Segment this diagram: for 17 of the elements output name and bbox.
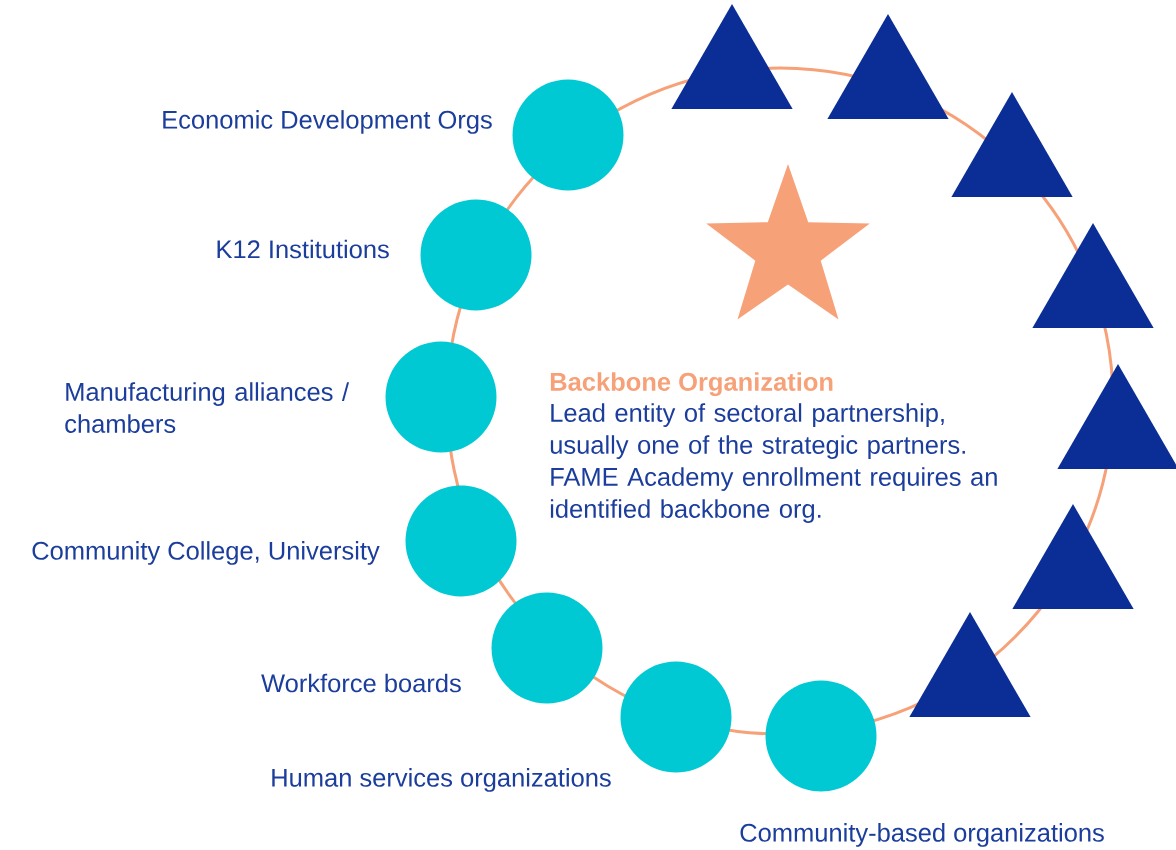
category-label: Community-based organizations (740, 823, 1104, 847)
category-label: Human services organizations (272, 768, 611, 792)
triangle-marker (827, 14, 949, 119)
heading: Backbone Organization (550, 372, 833, 397)
triangle-marker (951, 92, 1073, 197)
category-label: Community College, University (32, 541, 380, 565)
star-shape (706, 164, 870, 320)
triangle-marker (1032, 223, 1154, 328)
triangle-marker (671, 4, 793, 109)
category-label: Workforce boards (261, 673, 461, 693)
category-label: Manufacturing alliances / chambers (65, 382, 350, 433)
triangle-marker (1012, 504, 1134, 609)
triangle-marker (1057, 364, 1176, 469)
description: Lead entity of sectoral partnership, usually one of the strategic partners. FAME Academy enrollment requires an identified backbone org. (550, 403, 997, 523)
triangle-marker (909, 612, 1031, 717)
category-label: K12 Institutions (217, 239, 389, 259)
category-label: Economic Development Orgs (163, 110, 492, 134)
